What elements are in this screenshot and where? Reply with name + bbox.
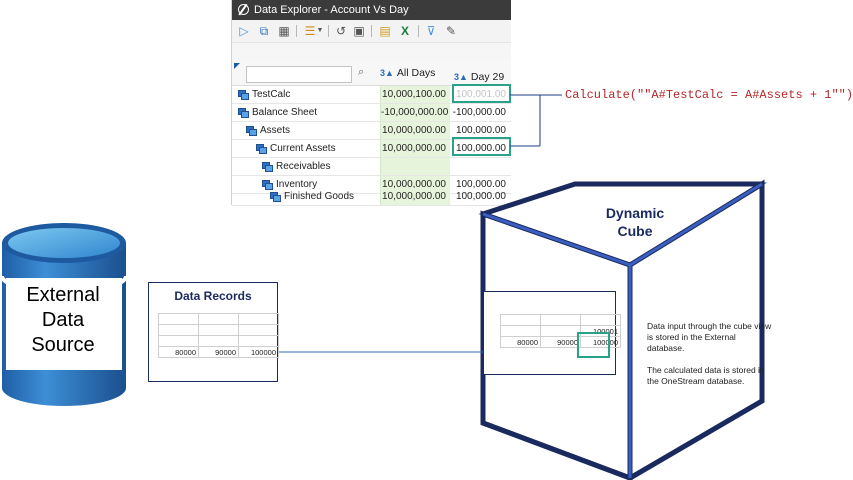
formula-connector [510,94,562,147]
cell-all-days[interactable] [380,158,450,175]
table-row[interactable]: Finished Goods 10,000,000.00 100,000.00 [232,188,511,206]
cell-all-days[interactable]: -10,000,000.00 [380,104,450,121]
column-header-all-days[interactable]: 3▲All Days [380,67,435,79]
table-row[interactable]: Balance Sheet -10,000,000.00 -100,000.00 [232,104,511,122]
stored-value: 100000 [580,336,621,348]
label-line: Source [31,334,95,356]
member-icon [262,161,273,172]
toolbar-strip [232,43,511,61]
binoculars-icon[interactable]: ⌕ [358,66,365,78]
data-records-title: Data Records [174,289,252,303]
title-line: Dynamic [605,205,665,221]
cell-day-29[interactable]: 100,001.00 [455,89,506,100]
cell-all-days[interactable]: 10,000,000.00 [380,188,450,205]
label-line: Data [41,309,85,331]
copy-icon[interactable]: ⧉ [259,24,269,38]
row-filter-input[interactable] [246,66,352,83]
row-label: Current Assets [270,143,336,154]
row-label: Balance Sheet [252,107,318,118]
column-header-day-29[interactable]: 3▲Day 29 [454,71,504,83]
toolbar-divider [328,25,329,37]
toolbar-divider [418,25,419,37]
member-icon [256,143,267,154]
cube-value: 80000 [500,336,541,348]
cell-day-29[interactable]: 100,000.00 [455,179,506,190]
data-records-table: 80000 90000 100000 [158,313,279,358]
cube-note: Data input through the cube view is stor… [647,321,772,398]
row-label: Finished Goods [284,191,355,202]
toolbar-divider [296,25,297,37]
cell-day-29[interactable]: 100,000.00 [455,125,506,136]
row-label: Assets [260,125,291,136]
chevron-down-icon[interactable]: ▼ [316,27,324,34]
cell-day-29[interactable]: 100,000.00 [455,143,506,154]
table-row[interactable]: TestCalc 10,000,100.00 100,001.00 [232,86,511,104]
app-logo-icon [238,4,249,15]
title-bar: Data Explorer - Account Vs Day [232,0,511,20]
table-row[interactable]: Receivables [232,158,511,176]
external-data-source-cylinder [0,223,128,406]
external-data-source-label: External Data Source [0,283,126,358]
member-icon [262,179,273,190]
calculated-cell-highlight [452,84,511,103]
cell-all-days[interactable]: 10,000,000.00 [380,140,450,157]
column-header-label: Day 29 [470,71,505,83]
row-label: Inventory [276,179,318,190]
run-icon[interactable]: ▷ [239,24,249,38]
cube-data-table: 100001 80000 90000 100000 [500,314,621,348]
member-icon [238,107,249,118]
toolbar: ▷ ⧉ ▦ ☰ ▼ ↺ ▣ ▤ X ⊽ ✎ [232,20,511,43]
edit-icon[interactable]: ✎ [445,24,457,38]
row-label: Receivables [276,161,331,172]
column-header-label: All Days [396,67,436,79]
cube-value: 90000 [540,336,581,348]
diagram-shapes [0,94,768,480]
note-text: The calculated data is stored in the One… [647,365,765,386]
record-value: 90000 [198,346,239,358]
data-flow-arrow [270,348,493,356]
cell-day-29[interactable]: 100,000.00 [455,191,506,202]
excel-icon[interactable]: X [400,24,409,38]
cell-all-days[interactable]: 10,000,100.00 [380,86,450,103]
calculator-icon[interactable]: ▦ [278,24,290,38]
calculation-formula: Calculate(""A#TestCalc = A#Assets + 1"") [565,88,853,102]
cube-cell-highlight [577,332,610,358]
data-explorer-window: Data Explorer - Account Vs Day ▷ ⧉ ▦ ☰ ▼… [231,0,511,206]
window-title: Data Explorer - Account Vs Day [254,4,409,16]
time-dimension-icon: 3▲ [454,72,468,82]
row-label: TestCalc [252,89,291,100]
note-text: Data input through the cube view is stor… [647,321,772,353]
report-icon[interactable]: ▤ [379,24,391,38]
corner-marker [234,63,240,69]
member-icon [270,191,281,202]
label-line: External [26,284,100,306]
time-dimension-icon: 3▲ [380,68,394,78]
layout-icon[interactable]: ☰ [304,24,316,38]
cell-day-29[interactable]: -100,000.00 [452,107,506,118]
undo-icon[interactable]: ↺ [335,24,347,38]
title-line: Cube [617,223,653,239]
member-icon [238,89,249,100]
record-value: 80000 [158,346,199,358]
save-icon[interactable]: ▣ [353,24,365,38]
table-row[interactable]: Assets 10,000,000.00 100,000.00 [232,122,511,140]
table-row[interactable]: Current Assets 10,000,000.00 100,000.00 [232,140,511,158]
filter-icon[interactable]: ⊽ [426,24,436,38]
member-icon [246,125,257,136]
toolbar-divider [371,25,372,37]
record-value: 100000 [238,346,279,358]
cube-title: Dynamic Cube [580,204,690,240]
dynamic-cube [478,179,768,480]
cell-all-days[interactable]: 10,000,000.00 [380,122,450,139]
